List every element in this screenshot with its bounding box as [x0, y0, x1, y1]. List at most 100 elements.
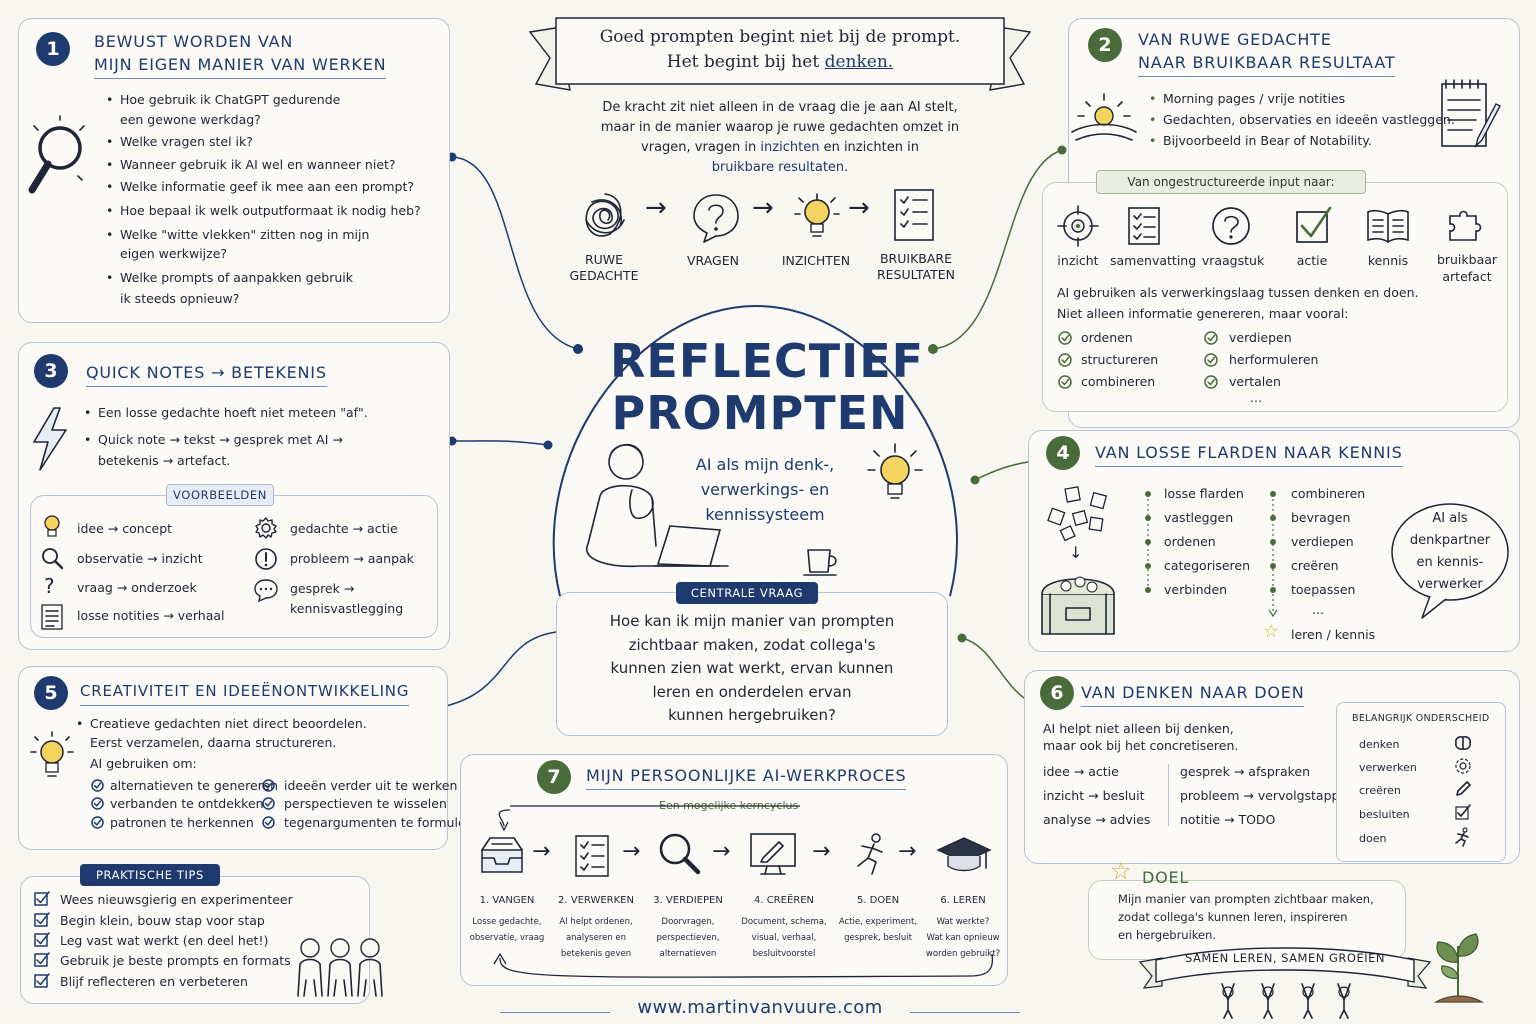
p1-item-6b: eigen werkwijze?	[120, 246, 228, 261]
p2-check-icon-3	[1058, 375, 1072, 389]
p6-pl3-to: advies	[1109, 812, 1151, 827]
tips-check-icon-2	[34, 912, 50, 927]
p1-item-3: Wanneer gebruik ik AI wel en wanneer nie…	[106, 156, 396, 173]
tips-item-4: Gebruik je beste prompts en formats	[60, 953, 291, 968]
p7-step-5: 5. DOEN Actie, experiment, gesprek, besl…	[832, 894, 924, 946]
doel-title: DOEL	[1142, 868, 1190, 887]
coffee-cup-icon	[803, 549, 837, 576]
p7-step-6-l3: worden gebruikt?	[925, 949, 1001, 959]
p3-alert-icon	[255, 548, 277, 570]
p2-icon-label-samenvatting: samenvatting	[1110, 253, 1197, 268]
checkbox-icon	[1296, 206, 1332, 243]
p3-item-2-b: tekst	[183, 432, 216, 447]
people-lifting-icon	[1221, 983, 1351, 1019]
sunrise-icon	[1071, 93, 1137, 141]
p2-item-1: Morning pages / vrije notities	[1149, 90, 1345, 107]
p7-step-6: 6. LEREN Wat werkte? Wat kan opnieuw wor…	[920, 894, 1006, 962]
p5-line-1: Creatieve gedachten niet direct beoordel…	[76, 715, 367, 732]
center-title-1: REFLECTIEF	[610, 334, 925, 388]
p7-step-2-l3: betekenis geven	[560, 949, 632, 959]
panel-2-title-2: NAAR BRUIKBAAR RESULTAAT	[1138, 51, 1396, 77]
center-sub-3: kennissysteem	[705, 505, 825, 524]
p6-box	[1336, 702, 1506, 862]
question-bubble-icon	[693, 194, 739, 243]
p6-pair-l3: analyse → advies	[1043, 812, 1151, 827]
p6-pl2-to: besluit	[1102, 788, 1145, 803]
p3-item-2: Quick note → tekst → gesprek met AI → be…	[84, 429, 408, 471]
p6-pr2-from: probleem	[1180, 788, 1240, 803]
panel-2-number: 2	[1088, 28, 1122, 62]
p6-pr3-from: notitie	[1180, 812, 1221, 827]
p4-col1-1: losse flarden	[1164, 486, 1244, 501]
p4-star-icon: ☆	[1263, 621, 1280, 642]
sprout-icon	[1433, 933, 1485, 1003]
panel-7-number: 7	[537, 760, 571, 794]
p6-box-item-1: denken	[1359, 738, 1400, 751]
footer-url[interactable]: www.martinvanvuure.com	[637, 997, 883, 1018]
cq-line-4: leren en onderdelen ervan	[652, 682, 852, 701]
center-title-2: PROMPTEN	[611, 386, 909, 440]
p3-example-5: gedachte → actie	[290, 521, 398, 536]
flow-label-vragen: VRAGEN	[687, 253, 739, 268]
panel-1-title-2: MIJN EIGEN MANIER VAN WERKEN	[94, 53, 387, 79]
panel-1-title-1: BEWUST WORDEN VAN	[94, 32, 294, 51]
p3-ex7-line2: kennisvastlegging	[290, 601, 404, 616]
p3-ex5-from: gedachte	[290, 521, 349, 536]
p5-right-3: tegenargumenten te formuleren	[284, 815, 487, 830]
p3-gear-icon	[255, 517, 277, 539]
flow-label-ruwe-2: GEDACHTE	[569, 268, 639, 283]
p5-line-3: AI gebruiken om:	[90, 756, 197, 771]
thinking-person-illustration	[585, 443, 729, 568]
center-sub-2: verwerkings- en	[700, 480, 830, 499]
p3-ex5-to: actie	[367, 521, 398, 536]
p4-more: ...	[1312, 602, 1324, 617]
p5-left-3: patronen te herkennen	[110, 815, 254, 830]
panel-7-title: MIJN PERSOONLIJKE AI-WERKPROCES	[586, 764, 907, 790]
p2-check-icon-6	[1204, 375, 1218, 389]
p2-check-5: herformuleren	[1229, 352, 1319, 367]
p3-chat-icon	[254, 579, 278, 603]
p6-pr3-to: TODO	[1238, 812, 1276, 827]
p5-lightbulb-icon	[30, 731, 74, 777]
p5-check-icon-5	[262, 797, 275, 810]
p6-divider	[1168, 764, 1169, 826]
p6-pl2-from: inzicht	[1043, 788, 1085, 803]
p3-ex3-from: vraag	[77, 580, 113, 595]
p7-step-3-l2: perspectieven,	[656, 933, 720, 943]
checklist-icon	[894, 189, 934, 241]
graduation-cap-icon	[936, 837, 992, 872]
p7-step-4-l3: besluitvoorstel	[752, 949, 816, 959]
banner-line-1: Goed prompten begint niet bij de prompt.	[599, 27, 961, 47]
tips-item-1: Wees nieuwsgierig en experimenteer	[60, 892, 293, 907]
banner-ribbon	[528, 17, 1032, 91]
intro-line-3-a: vragen, vragen in	[641, 140, 761, 155]
p6-gear-icon	[1455, 758, 1471, 774]
p5-check-icon-2	[91, 797, 104, 810]
flow-arrow-3: →	[848, 193, 870, 223]
p3-ex3-to: onderzoek	[131, 580, 197, 595]
p6-box-item-2: verwerken	[1359, 761, 1417, 774]
p2-check-icon-4	[1204, 331, 1218, 345]
p2-check-icon-5	[1204, 353, 1218, 367]
p3-lightbulb-icon	[44, 515, 60, 537]
p7-step-3-l3: alternatieven	[659, 949, 717, 959]
tips-check-icon-5	[34, 973, 50, 988]
lightbulb-icon	[794, 193, 840, 237]
p7-step-4-l1: Document, schema,	[741, 917, 827, 927]
p4-col1-4: categoriseren	[1164, 558, 1250, 573]
intro-text: De kracht zit niet alleen in de vraag di…	[568, 98, 992, 178]
p4-speech-bubble	[1391, 503, 1509, 619]
panel-2-tag: Van ongestructureerde input naar:	[1096, 170, 1366, 194]
brain-icon	[1455, 736, 1471, 750]
treasure-chest-icon	[1041, 576, 1115, 635]
panel-6-number: 6	[1040, 676, 1074, 710]
p3-example-4: losse notities → verhaal	[77, 608, 225, 623]
p1-item-1: Hoe gebruik ik ChatGPT gedurende	[106, 91, 340, 108]
p2-check-icon-1	[1058, 331, 1072, 345]
panel-3-number: 3	[34, 354, 68, 388]
doel-panel	[1088, 880, 1406, 960]
panel-3-tag: VOORBEELDEN	[166, 484, 274, 506]
p2-check-icon-2	[1058, 353, 1072, 367]
p3-ex6-from: probleem	[290, 551, 350, 566]
